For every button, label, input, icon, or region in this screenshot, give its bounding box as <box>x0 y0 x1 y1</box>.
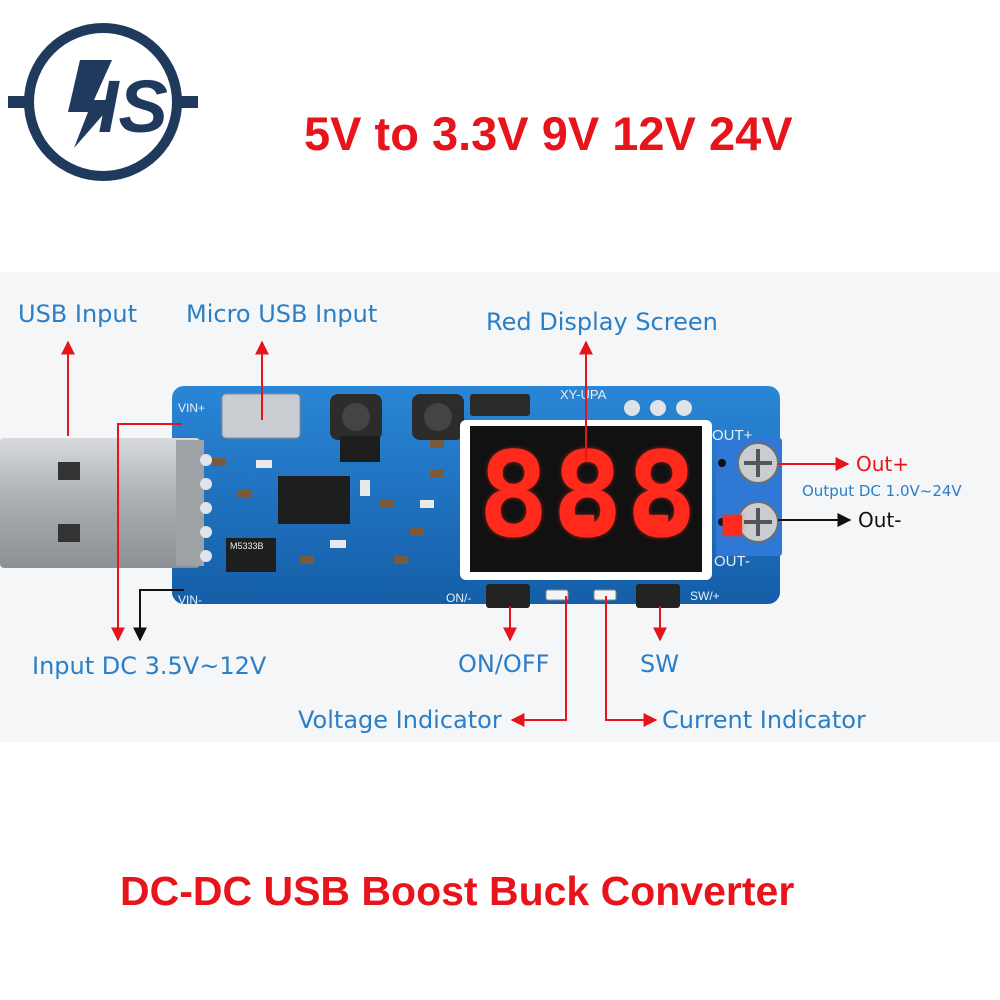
silk-chip: M5333B <box>230 541 264 551</box>
ic-chip <box>278 476 350 524</box>
display-digit: 8. <box>552 426 695 564</box>
on-off-button[interactable] <box>486 584 530 608</box>
silk-vin-plus: VIN+ <box>178 401 206 415</box>
label-voltage-indicator: Voltage Indicator <box>298 706 502 734</box>
silk-out-plus: OUT+ <box>712 427 753 444</box>
input-dc-plus-arrow <box>111 423 182 642</box>
usb-plug-hole <box>58 524 80 542</box>
diode <box>470 394 530 416</box>
voltage-indicator-led <box>545 589 569 601</box>
brand-logo: IS <box>8 23 198 181</box>
label-on-off: ON/OFF <box>458 650 550 678</box>
silk-vin-minus: VIN- <box>178 593 202 607</box>
silk-model: XY-UPA <box>560 387 607 402</box>
usb-plug <box>0 438 200 568</box>
headline-bottom: DC-DC USB Boost Buck Converter <box>120 868 795 914</box>
voltage-indicator-arrow <box>510 596 567 727</box>
label-usb-input: USB Input <box>18 300 138 328</box>
label-micro-usb-input: Micro USB Input <box>186 300 378 328</box>
label-sw: SW <box>640 650 679 678</box>
sw-button[interactable] <box>636 584 680 608</box>
silk-sw-plus: SW/+ <box>690 589 720 603</box>
silk-on-minus: ON/- <box>446 591 472 605</box>
display-digit: 8. <box>626 426 769 564</box>
headline-top: 5V to 3.3V 9V 12V 24V <box>304 107 793 160</box>
pcb-board <box>0 386 782 608</box>
usb-plug-collar <box>176 440 204 566</box>
label-red-display-screen: Red Display Screen <box>486 308 718 336</box>
usb-plug-hole <box>58 462 80 480</box>
current-indicator-arrow <box>605 596 658 727</box>
display-digit: 8. <box>478 426 621 564</box>
label-current-indicator: Current Indicator <box>662 706 866 734</box>
silk-out-minus: OUT- <box>714 553 750 570</box>
lightning-bolt-icon <box>68 60 116 148</box>
logo-letters: IS <box>98 65 168 148</box>
input-dc-minus-arrow <box>133 589 184 642</box>
label-out-plus: Out+ <box>856 452 910 476</box>
ic-chip <box>340 436 380 462</box>
label-input-dc: Input DC 3.5V~12V <box>32 652 267 680</box>
label-out-minus: Out- <box>858 508 902 532</box>
label-output-dc: Output DC 1.0V~24V <box>802 482 962 500</box>
